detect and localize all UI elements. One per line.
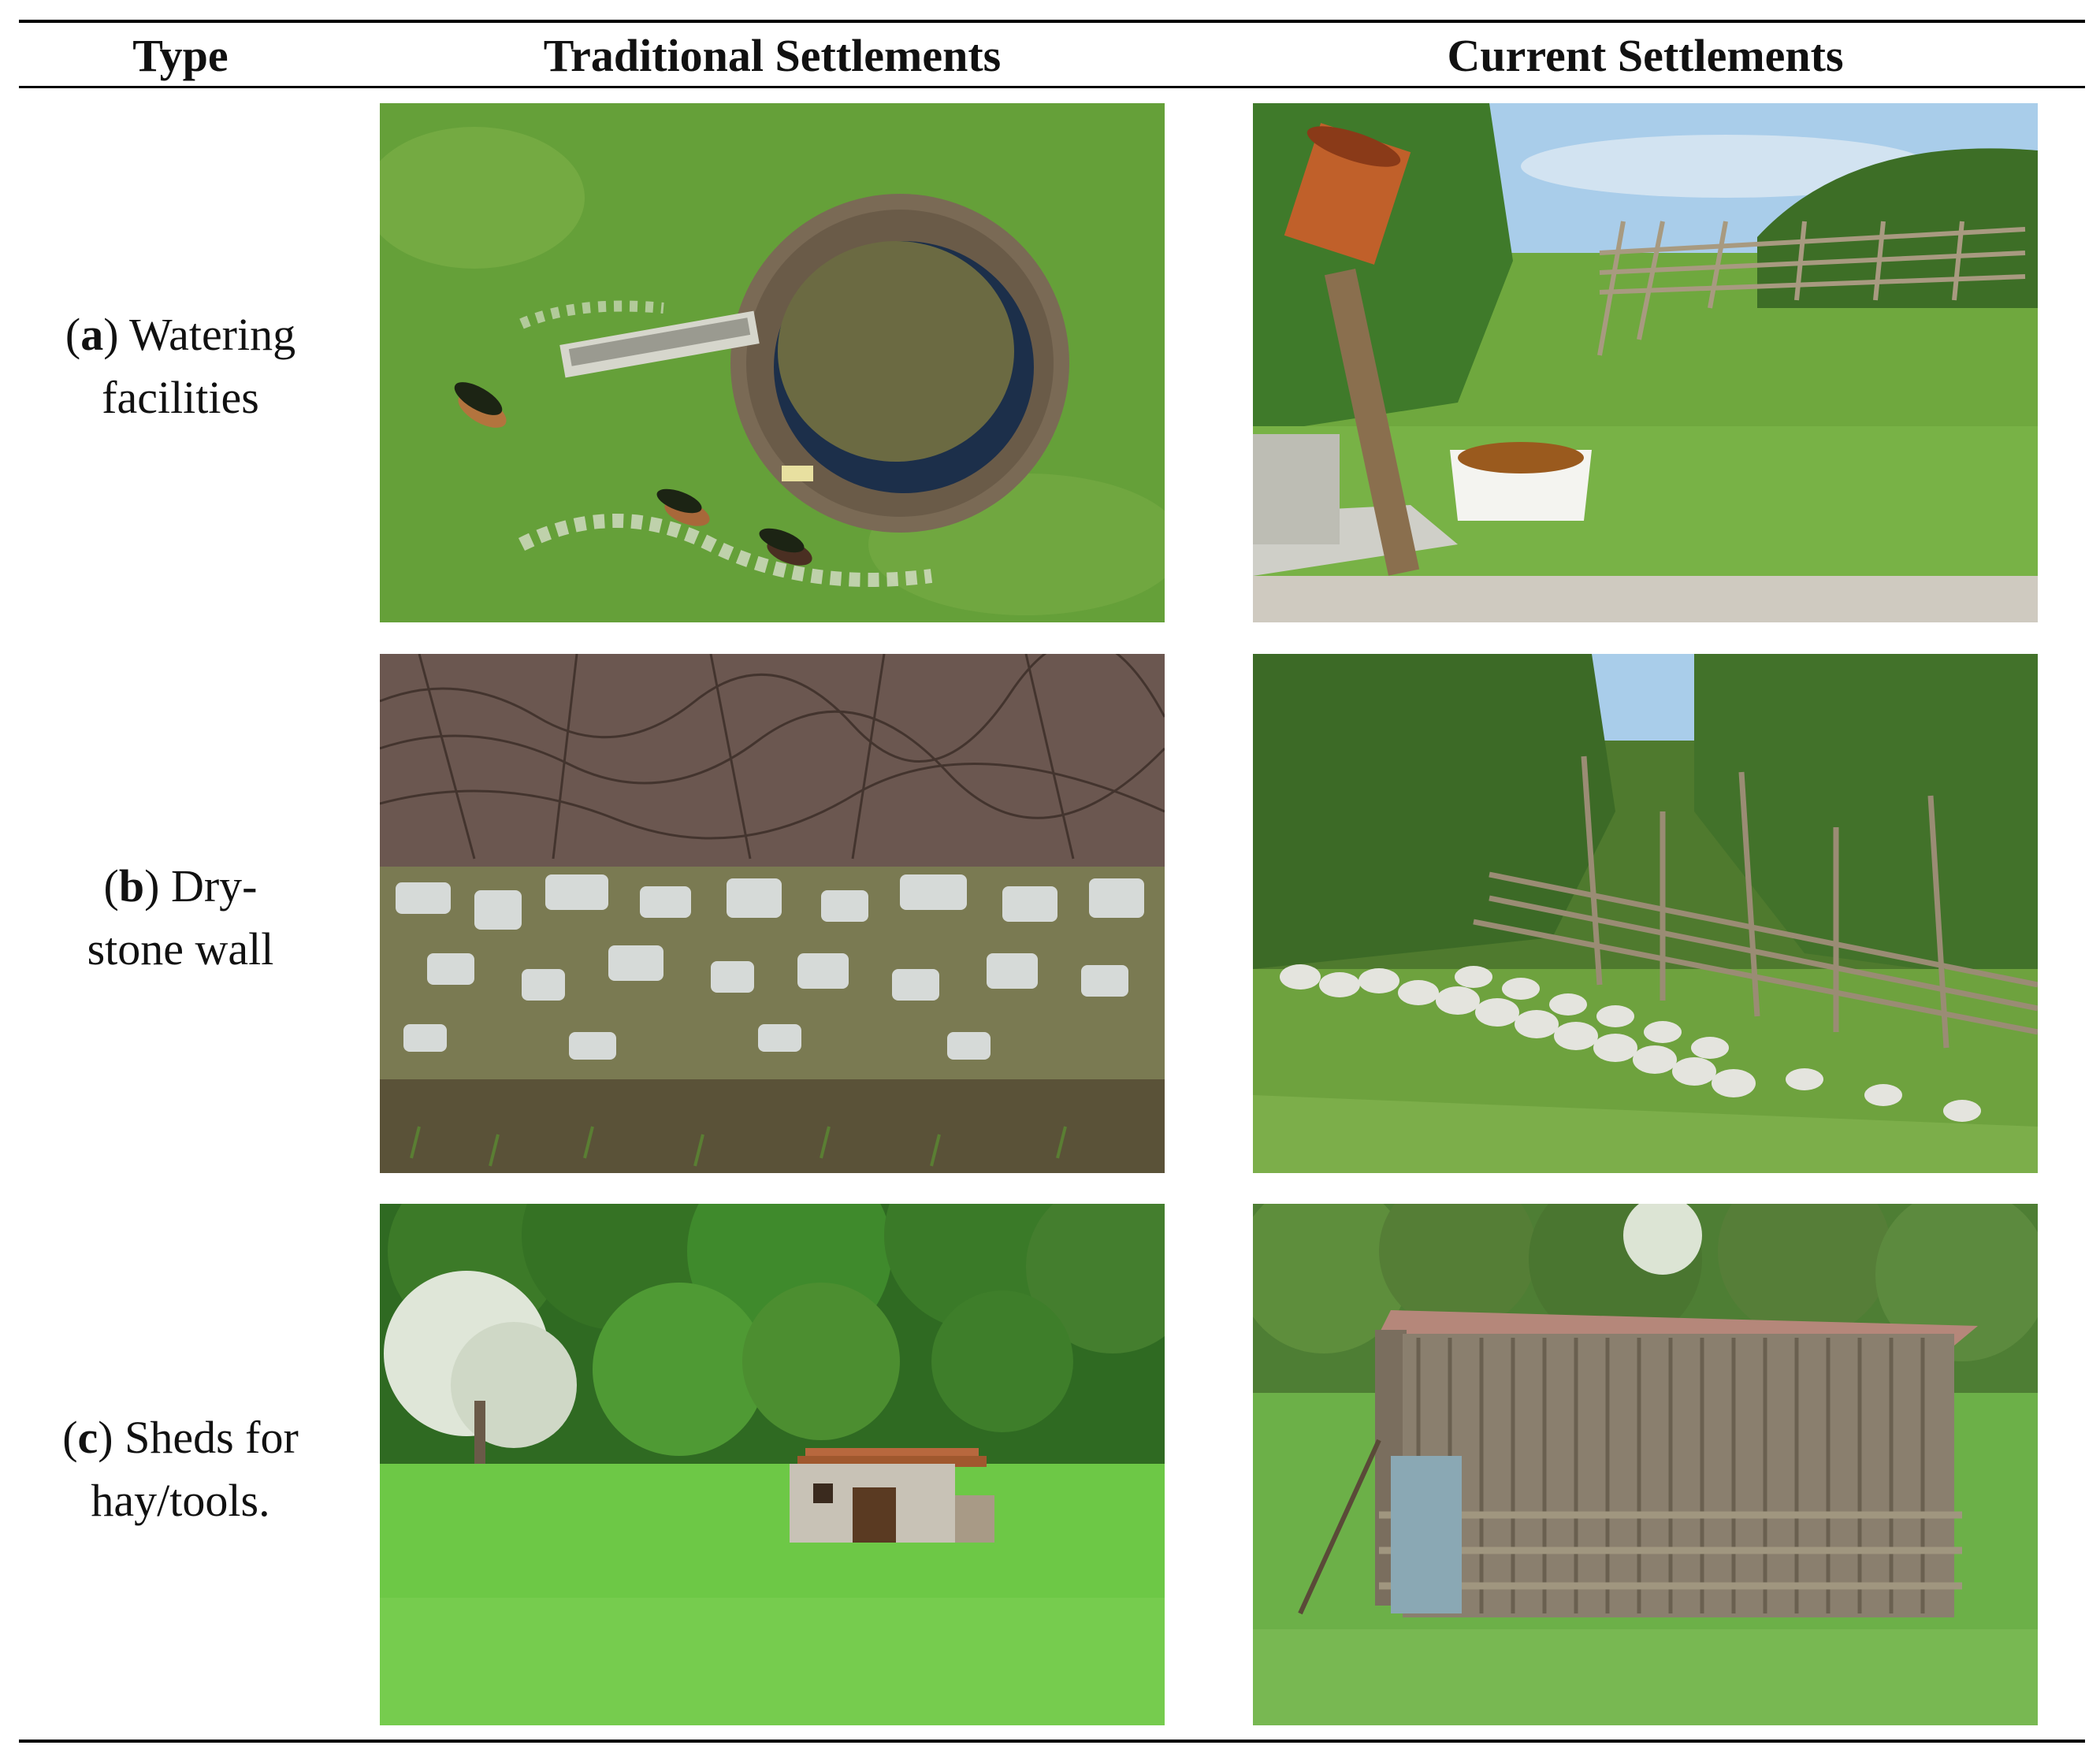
row-label-b-text1: Dry- [159, 860, 258, 912]
row-label-b: (b) Dry- stone wall [19, 855, 342, 981]
aerial-pond-watering-photo [380, 103, 1165, 622]
wooden-hay-shed-photo [1253, 1204, 2038, 1725]
mossy-dry-stone-wall-photo [380, 654, 1165, 1173]
row-letter-a: a [80, 309, 104, 360]
table-top-rule [19, 20, 2085, 23]
header-type: Type [132, 30, 229, 81]
white-stone-wall-wooden-fence-photo [1253, 654, 2038, 1173]
table-header-rule [19, 86, 2085, 88]
row-label-a: (a) Watering facilities [19, 303, 342, 429]
stone-shed-meadow-photo [380, 1204, 1165, 1725]
row-label-b-line2: stone wall [87, 923, 274, 975]
header-traditional: Traditional Settlements [543, 30, 1002, 81]
row-label-a-line2: facilities [102, 372, 259, 423]
table-bottom-rule [19, 1740, 2085, 1743]
row-label-a-line1: (a) Watering [65, 309, 296, 360]
row-letter-b: b [118, 860, 145, 912]
row-label-c: (c) Sheds for hay/tools. [19, 1406, 342, 1532]
row-label-b-line1: (b) Dry- [103, 860, 258, 912]
row-label-c-line1: (c) Sheds for [62, 1412, 299, 1463]
row-label-c-line2: hay/tools. [91, 1475, 270, 1526]
row-label-a-text1: Watering [118, 309, 296, 360]
bathtub-trough-fence-photo [1253, 103, 2038, 622]
header-current: Current Settlements [1447, 30, 1844, 81]
row-letter-c: c [77, 1412, 98, 1463]
row-label-c-text1: Sheds for [113, 1412, 299, 1463]
